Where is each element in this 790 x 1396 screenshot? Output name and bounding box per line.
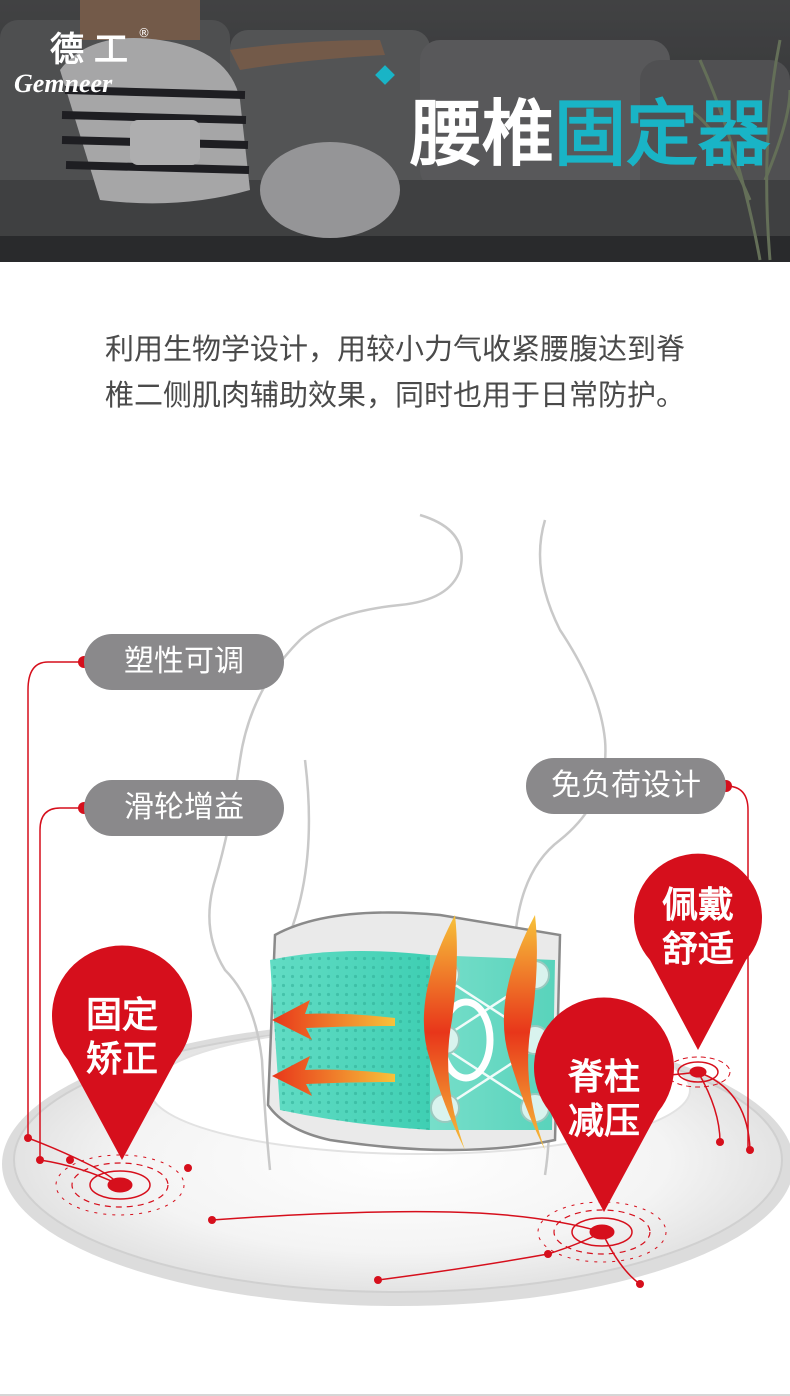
pin-label-line: 矫正 [85,1039,158,1080]
pin-label-comfortable-wear: 佩戴 舒适 [638,884,758,972]
title-part-1: 腰椎 [410,92,555,176]
product-description: 利用生物学设计，用较小力气收紧腰腹达到脊椎二侧肌肉辅助效果，同时也用于日常防护。 [104,332,685,412]
bottom-divider [0,1394,790,1396]
pin-label-spine-decompress: 脊柱 减压 [544,1056,664,1144]
pin-label-line: 固定 [85,995,158,1036]
pin-label-fix-correct: 固定 矫正 [62,994,182,1082]
feature-label-load-free-design: 免负荷设计 [526,758,726,814]
header-banner: 德工 ® Gemneer 腰椎固定器 [0,0,790,262]
pin-left-shape [52,945,193,1160]
pin-label-line: 佩戴 [661,885,734,926]
brand-name-en: Gemneer [14,69,113,98]
page-title: 腰椎固定器 [410,88,770,180]
sofa-photo-background [0,0,790,262]
brand-name-cn: 德工 [50,30,138,70]
brand-logo: 德工 ® Gemneer [14,26,150,98]
feature-label-pulley-gain: 滑轮增益 [84,780,284,836]
title-part-2: 固定器 [554,92,771,176]
pin-right-shape [634,853,763,1050]
pin-center-shape [533,997,675,1212]
registered-mark: ® [138,26,150,40]
feature-label-plastic-adjustable: 塑性可调 [84,634,284,690]
lumbar-belt [266,911,562,1152]
pin-label-line: 减压 [567,1101,640,1142]
pin-label-line: 脊柱 [567,1057,640,1098]
pin-label-line: 舒适 [661,929,734,970]
